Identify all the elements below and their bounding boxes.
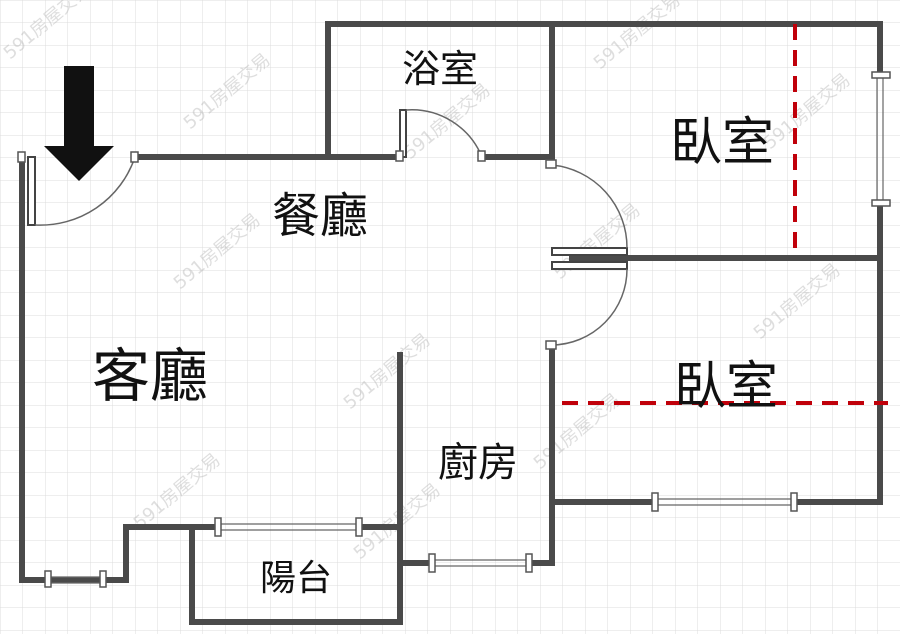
wall (527, 342, 555, 566)
window (871, 71, 891, 207)
walls (19, 21, 883, 625)
room-label-bathroom: 浴室 (402, 47, 478, 91)
doors (17, 109, 628, 350)
window (651, 492, 798, 512)
down-arrow-icon (44, 66, 114, 181)
room-label-balcony: 陽台 (260, 558, 332, 599)
window (214, 517, 363, 537)
bathroom-door (395, 109, 486, 162)
room-label-kitchen: 廚房 (438, 440, 518, 486)
red-dashed-markers (562, 24, 888, 405)
bedroom-door (545, 261, 628, 350)
window (44, 570, 107, 588)
room-label-living: 客廳 (92, 342, 208, 410)
wall (549, 21, 883, 78)
wall (325, 21, 555, 160)
room-label-bedroom: 臥室 (670, 113, 774, 173)
bedroom-door (545, 159, 628, 256)
room-label-dining: 餐廳 (272, 188, 368, 244)
window (428, 553, 533, 573)
entrance-door (17, 151, 139, 226)
room-label-bedroom: 臥室 (674, 357, 778, 417)
windows (44, 71, 891, 588)
room-labels: 浴室 臥室 餐廳 客廳 臥室 廚房 陽台 (92, 47, 778, 599)
